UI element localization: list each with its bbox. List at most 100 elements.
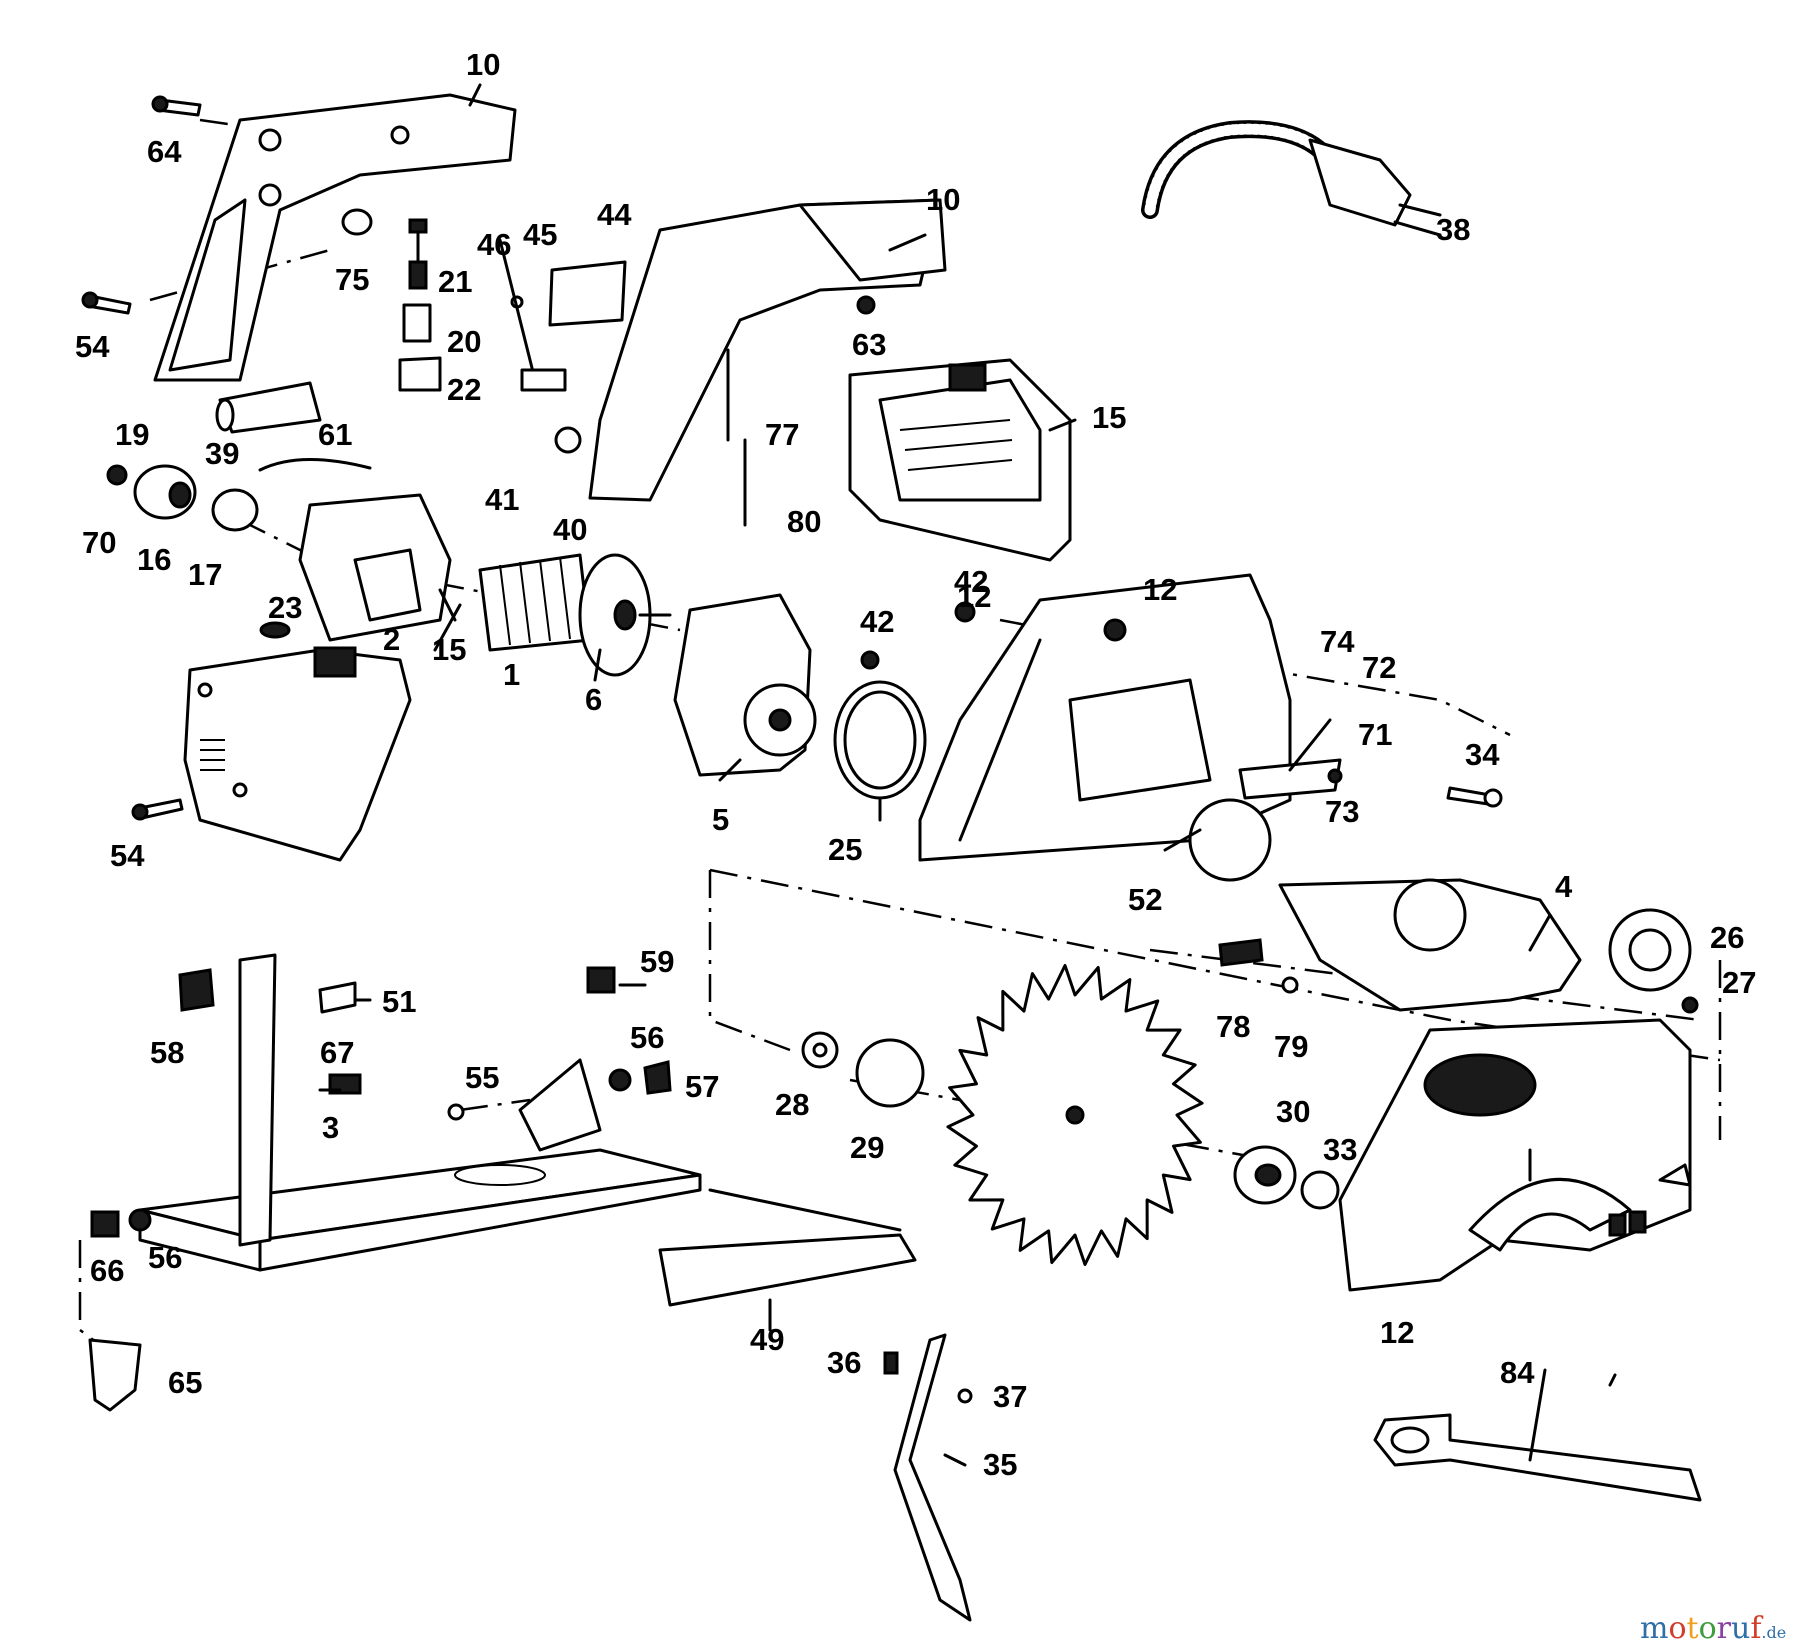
label-64: 64 [147, 134, 182, 169]
label-19: 19 [115, 417, 149, 452]
label-44: 44 [597, 197, 632, 232]
label-77: 77 [765, 417, 799, 452]
label-28: 28 [775, 1087, 809, 1122]
bearing-plate-5 [673, 593, 817, 777]
label-29: 29 [850, 1130, 884, 1165]
part-labels: 10 64 75 54 21 20 22 46 45 44 10 38 63 1… [75, 47, 1756, 1482]
label-49: 49 [750, 1322, 784, 1357]
screw-54-bottom [131, 798, 184, 821]
knobs-and-screws [88, 966, 672, 1412]
screw-79 [1281, 976, 1299, 994]
watermark-letter: o [1668, 1611, 1686, 1646]
label-57: 57 [685, 1069, 719, 1104]
screw-63 [856, 295, 876, 315]
blade-guard-side-12 [1338, 1018, 1692, 1292]
lower-guard-4 [1278, 878, 1582, 1012]
screw-64 [151, 95, 202, 117]
base-plate-3 [138, 953, 702, 1272]
watermark-letter: o [1699, 1611, 1717, 1646]
label-54-top: 54 [75, 329, 110, 364]
label-30: 30 [1276, 1094, 1310, 1129]
label-5: 5 [712, 802, 729, 837]
label-15-right: 15 [1092, 400, 1126, 435]
watermark-logo: motoruf.de [1640, 1611, 1786, 1646]
label-22: 22 [447, 372, 481, 407]
label-84: 84 [1500, 1355, 1535, 1390]
blade-guard-upper-12 [918, 573, 1292, 882]
label-20: 20 [447, 324, 481, 359]
label-42-right: 42 [860, 604, 894, 639]
clamp-78 [1218, 938, 1264, 967]
ring-25 [833, 680, 927, 800]
label-42-center: 42 [954, 564, 988, 599]
label-66: 66 [90, 1253, 124, 1288]
label-74: 74 [1320, 624, 1355, 659]
label-70: 70 [82, 525, 116, 560]
power-cable-38 [1141, 120, 1442, 237]
label-56-center: 56 [630, 1020, 664, 1055]
label-33: 33 [1323, 1132, 1357, 1167]
rip-fence-49 [658, 1188, 917, 1307]
switch-assembly [498, 238, 627, 392]
label-55: 55 [465, 1060, 499, 1095]
label-40: 40 [553, 512, 587, 547]
label-58: 58 [150, 1035, 184, 1070]
label-51: 51 [382, 984, 416, 1019]
label-80: 80 [787, 504, 821, 539]
screw-42-center [860, 650, 880, 670]
label-41: 41 [485, 482, 519, 517]
label-73: 73 [1325, 794, 1359, 829]
label-54-bottom: 54 [110, 838, 145, 873]
washer-23 [259, 621, 291, 639]
motor-housing-15 [183, 646, 412, 862]
label-46: 46 [477, 227, 511, 262]
label-6: 6 [585, 682, 602, 717]
lever-assembly [1238, 718, 1343, 800]
label-71: 71 [1358, 717, 1392, 752]
label-75: 75 [335, 262, 369, 297]
label-38: 38 [1436, 212, 1470, 247]
wrench-84 [1373, 1413, 1702, 1502]
label-25: 25 [828, 832, 862, 867]
flange-26 [1608, 908, 1692, 992]
screw-42-right [954, 601, 976, 623]
leader-lines [318, 83, 1617, 1467]
label-15-left: 15 [432, 632, 466, 667]
watermark-letter: r [1717, 1611, 1732, 1646]
label-12-upper: 12 [957, 579, 991, 614]
screw-27 [1681, 996, 1699, 1014]
screw-34 [1446, 786, 1503, 808]
label-17: 17 [188, 557, 222, 592]
screw-54-top [81, 291, 132, 315]
label-4: 4 [1555, 869, 1573, 904]
label-59: 59 [640, 944, 674, 979]
label-27: 27 [1722, 965, 1756, 1000]
label-12-lower: 12 [1380, 1315, 1414, 1350]
label-45: 45 [523, 217, 557, 252]
label-34: 34 [1465, 737, 1500, 772]
watermark-tld: .de [1761, 1623, 1786, 1642]
watermark-letter: u [1731, 1611, 1750, 1646]
label-23: 23 [268, 590, 302, 625]
label-37: 37 [993, 1379, 1027, 1414]
handle-rear [153, 93, 517, 382]
watermark-letter: t [1687, 1611, 1699, 1646]
label-63: 63 [852, 327, 886, 362]
blade-washers [801, 1031, 1340, 1210]
grip-39 [215, 381, 322, 434]
bearings-front [106, 464, 259, 532]
label-61: 61 [318, 417, 352, 452]
label-10-cover: 10 [926, 182, 960, 217]
label-26: 26 [1710, 920, 1744, 955]
label-3: 3 [322, 1110, 339, 1145]
gear-housing-15 [848, 358, 1072, 562]
brush-parts [398, 218, 442, 392]
svg-text:motoruf.de: motoruf.de [1640, 1611, 1786, 1646]
label-36: 36 [827, 1345, 861, 1380]
label-67: 67 [320, 1035, 354, 1070]
label-78: 78 [1216, 1009, 1250, 1044]
pins-77-80 [726, 348, 747, 527]
armature-1 [478, 553, 672, 677]
label-1: 1 [503, 657, 520, 692]
